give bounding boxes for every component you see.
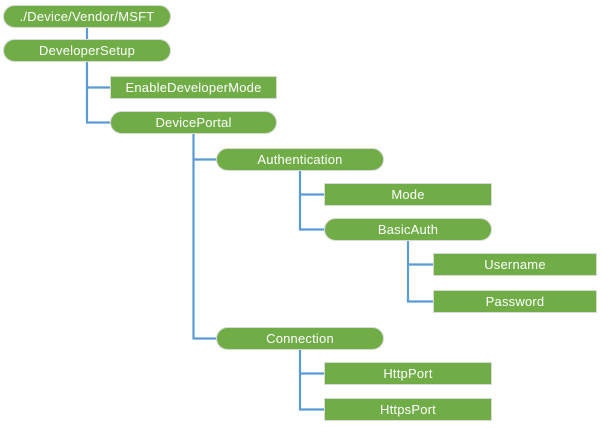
node-http-port: HttpPort — [324, 362, 492, 385]
node-authentication: Authentication — [216, 148, 384, 171]
node-mode: Mode — [324, 183, 492, 206]
node-username: Username — [433, 253, 597, 276]
node-password: Password — [433, 290, 597, 313]
node-https-port: HttpsPort — [324, 398, 492, 421]
node-enable-developer-mode: EnableDeveloperMode — [110, 76, 277, 99]
node-developer-setup: DeveloperSetup — [3, 39, 171, 62]
node-device-portal: DevicePortal — [110, 111, 277, 134]
node-device-vendor-msft: ./Device/Vendor/MSFT — [3, 5, 171, 28]
node-basic-auth: BasicAuth — [324, 218, 492, 241]
node-connection: Connection — [216, 327, 384, 350]
